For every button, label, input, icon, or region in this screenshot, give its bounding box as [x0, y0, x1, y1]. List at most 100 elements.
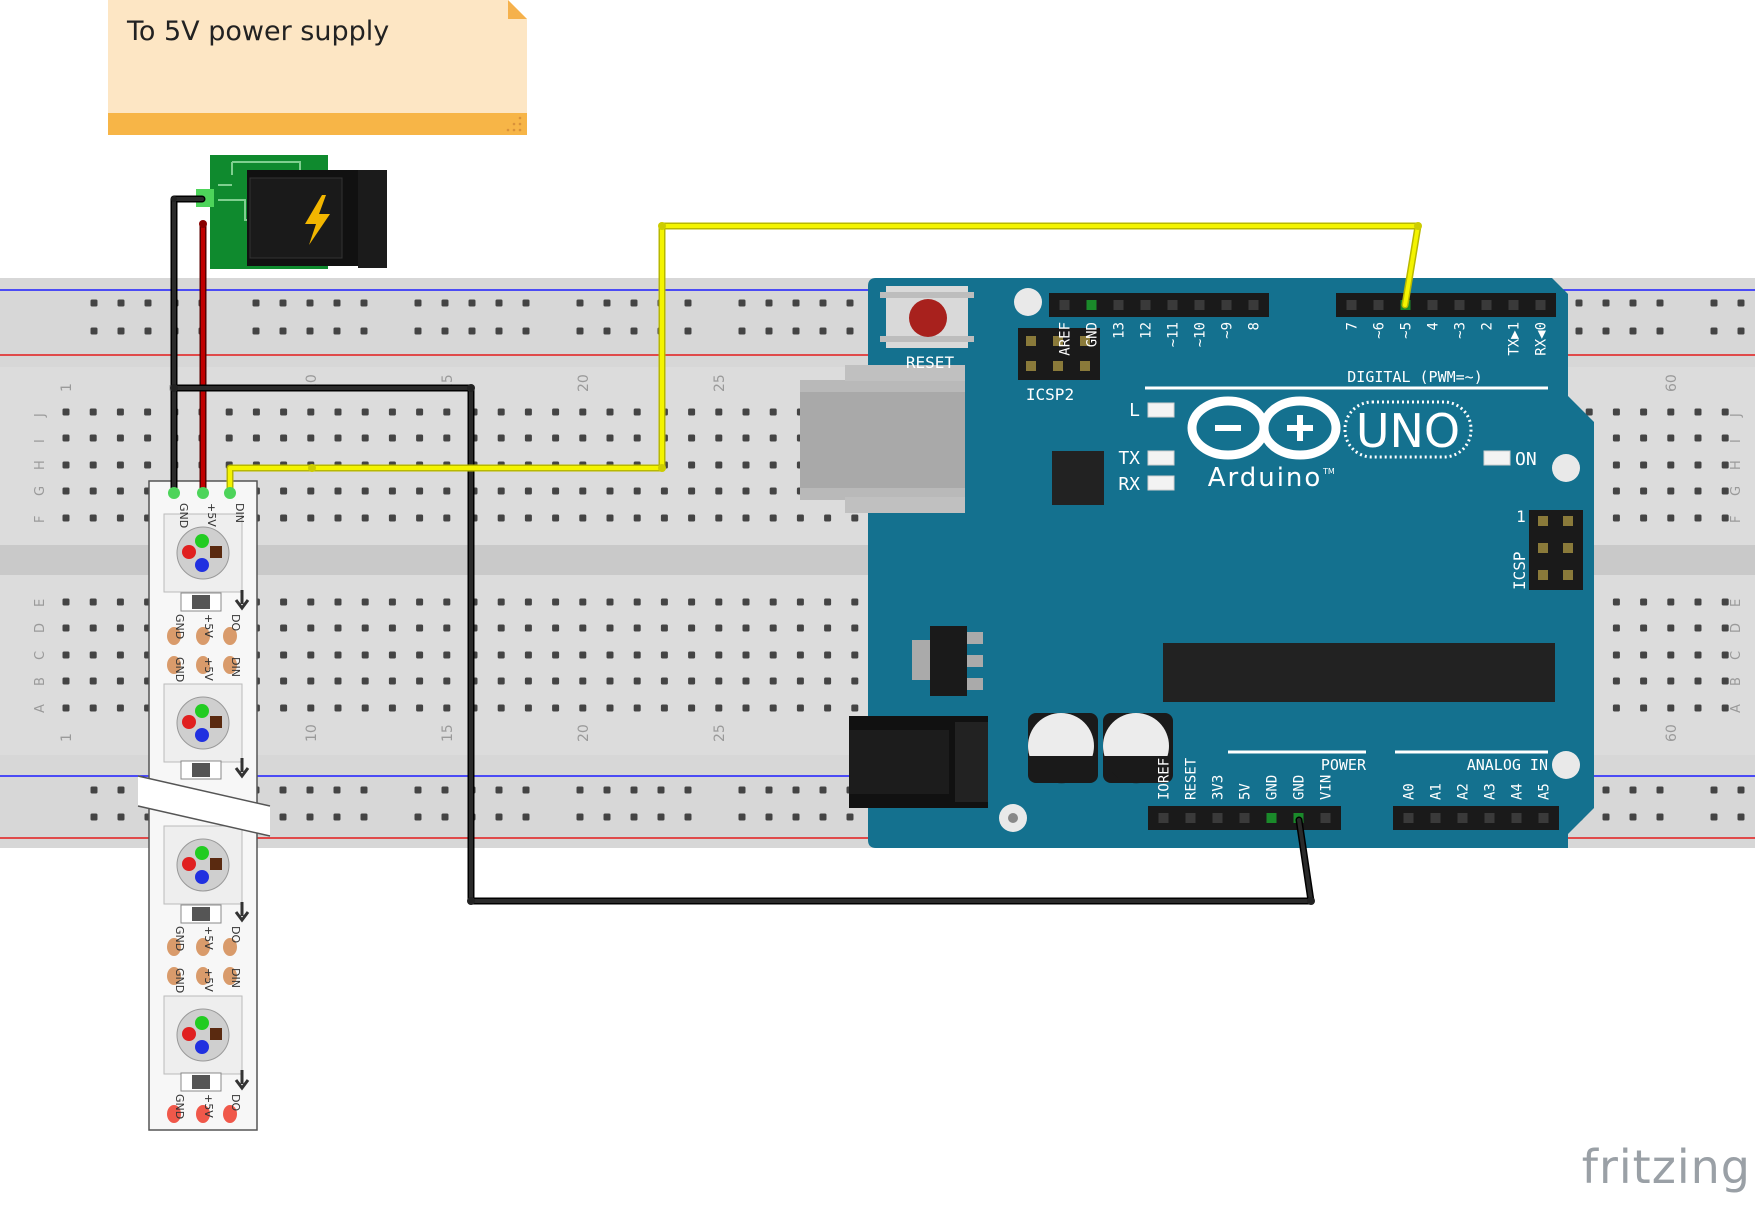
power-header[interactable]	[1148, 806, 1341, 830]
header-pin[interactable]	[1457, 813, 1468, 823]
sticky-note[interactable]	[108, 0, 527, 135]
pin-label: A3	[1483, 783, 1499, 800]
row-letter: I	[1729, 439, 1744, 443]
row-letter: D	[1729, 623, 1744, 633]
header-pin[interactable]	[1266, 813, 1277, 823]
strip-din-label: DIN	[233, 503, 246, 523]
analog-header[interactable]	[1393, 806, 1559, 830]
solder-pad	[167, 627, 181, 645]
on-led-label: ON	[1515, 449, 1537, 470]
column-number: 60	[1664, 724, 1680, 742]
header-pin[interactable]	[1538, 813, 1549, 823]
header-pin[interactable]	[1427, 300, 1438, 310]
solder-pad	[167, 1105, 181, 1123]
row-letter: C	[1729, 651, 1744, 660]
icsp-label: ICSP	[1510, 551, 1529, 590]
solder-pad	[223, 656, 237, 674]
header-pin[interactable]	[1194, 300, 1205, 310]
header-pin[interactable]	[1167, 300, 1178, 310]
strip-resistor	[180, 1072, 222, 1092]
pin-label: ~3	[1453, 322, 1469, 339]
pin-label: ~10	[1193, 322, 1209, 347]
header-pin[interactable]	[1086, 300, 1097, 310]
header-pin[interactable]	[1239, 813, 1250, 823]
column-number: 25	[712, 724, 728, 742]
pin-label: RESET	[1184, 757, 1200, 800]
reset-label: RESET	[906, 353, 955, 372]
pin-label: VIN	[1319, 775, 1335, 800]
row-letter: B	[1729, 677, 1744, 686]
digital-header-left[interactable]	[1049, 293, 1269, 317]
header-pin[interactable]	[1212, 813, 1223, 823]
column-number: 10	[304, 724, 320, 742]
rgb-led-pixel	[163, 683, 243, 763]
wires[interactable]	[168, 195, 1422, 905]
pin-label: A1	[1429, 783, 1445, 800]
row-letter: E	[33, 599, 48, 607]
header-pin[interactable]	[1158, 813, 1169, 823]
uno-model: UNO	[1356, 404, 1460, 458]
solder-pad	[223, 1105, 237, 1123]
row-letter: G	[1729, 486, 1744, 496]
solder-pad	[223, 938, 237, 956]
header-pin[interactable]	[1059, 300, 1070, 310]
analog-in-label: ANALOG IN	[1467, 756, 1548, 774]
pin-label: A2	[1456, 783, 1472, 800]
strip-pad-label: GND	[173, 968, 186, 993]
header-pin[interactable]	[1185, 813, 1196, 823]
arrow-down-icon	[234, 758, 250, 779]
dc-power-jack-module[interactable]	[196, 155, 387, 269]
solder-pad	[167, 967, 181, 985]
strip-pad-label: +5V	[202, 657, 215, 681]
digital-header-right[interactable]	[1336, 293, 1556, 317]
strip-pad-label: GND	[173, 614, 186, 639]
pin-label: ~5	[1399, 322, 1415, 339]
strip-resistor	[180, 904, 222, 924]
header-pin[interactable]	[1454, 300, 1465, 310]
header-pin[interactable]	[1140, 300, 1151, 310]
header-pin[interactable]	[1320, 813, 1331, 823]
header-pin[interactable]	[1535, 300, 1546, 310]
digital-label: DIGITAL (PWM=~)	[1347, 368, 1482, 386]
header-pin[interactable]	[1508, 300, 1519, 310]
pin-label: GND	[1085, 322, 1101, 347]
row-letter: J	[1729, 413, 1744, 418]
pin-label: 2	[1480, 322, 1496, 330]
row-letter: A	[1729, 704, 1744, 713]
header-pin[interactable]	[1403, 813, 1414, 823]
strip-resistor	[180, 760, 222, 780]
pin-label: AREF	[1058, 322, 1074, 356]
pin-label: 13	[1112, 322, 1128, 339]
header-pin[interactable]	[1430, 813, 1441, 823]
column-number: 1	[59, 733, 75, 742]
column-number: 15	[440, 724, 456, 742]
header-pin[interactable]	[1484, 813, 1495, 823]
header-pin[interactable]	[1346, 300, 1357, 310]
arduino-logo-text: Arduino	[1208, 463, 1323, 493]
header-pin[interactable]	[1481, 300, 1492, 310]
pin-label: A0	[1402, 783, 1418, 800]
data-wire-to-pin5[interactable]	[226, 222, 1422, 497]
strip-pad-label: DO	[229, 1094, 242, 1111]
strip-pad-label: +5V	[202, 1094, 215, 1118]
header-pin[interactable]	[1373, 300, 1384, 310]
column-number: 25	[712, 374, 728, 392]
column-number: 20	[576, 374, 592, 392]
l-led-label: L	[1129, 400, 1140, 421]
power-label: POWER	[1321, 756, 1367, 774]
rgb-led-pixel	[163, 825, 243, 905]
solder-pad	[167, 656, 181, 674]
arduino-logo-icon	[1187, 396, 1341, 460]
header-pin[interactable]	[1248, 300, 1259, 310]
header-pin[interactable]	[1511, 813, 1522, 823]
header-pin[interactable]	[1113, 300, 1124, 310]
header-pin[interactable]	[1221, 300, 1232, 310]
pin-label: IOREF	[1157, 758, 1173, 800]
reset-button[interactable]	[880, 286, 974, 348]
lightning-icon	[305, 195, 330, 245]
capacitor	[1028, 713, 1098, 784]
